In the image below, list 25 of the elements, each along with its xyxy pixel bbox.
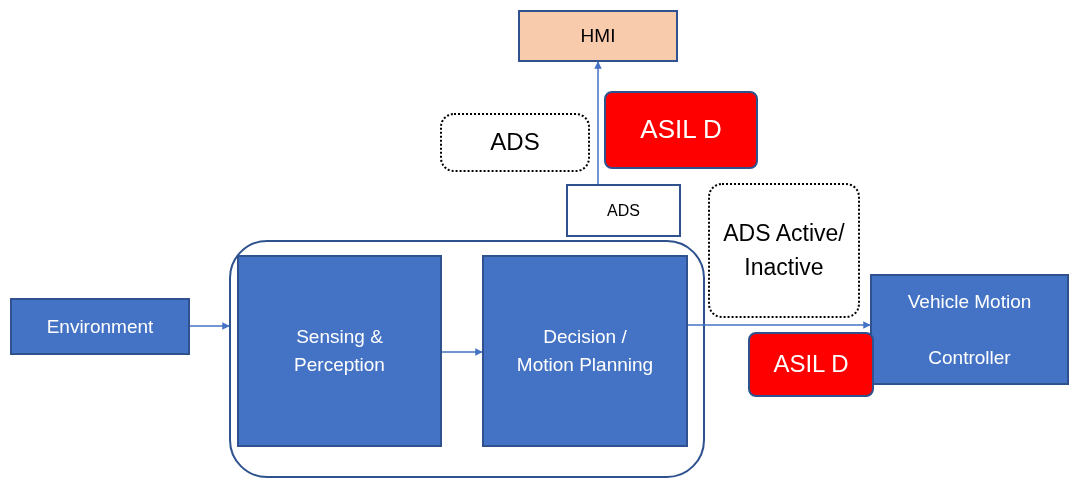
arrow — [594, 61, 602, 185]
node-label: Vehicle Motion Controller — [906, 290, 1033, 370]
arrow — [189, 322, 230, 330]
hmi-box — [518, 10, 678, 62]
node-label: Environment — [46, 314, 154, 339]
asil-box — [604, 91, 758, 169]
node-label: ASIL D — [773, 349, 849, 380]
process-box — [482, 255, 688, 447]
dotted-box — [708, 183, 860, 318]
process-box — [566, 184, 681, 237]
node-label: HMI — [580, 24, 616, 49]
node-label: ASIL D — [640, 113, 722, 147]
node-label: ADS — [607, 200, 640, 221]
node-label: ADS — [490, 127, 540, 158]
asil-box — [748, 332, 874, 397]
node-label: ADS Active/ Inactive — [722, 219, 846, 282]
dotted-box — [440, 113, 590, 172]
node-label: Sensing & Perception — [293, 325, 386, 377]
system-frame — [229, 240, 705, 478]
process-box — [237, 255, 442, 447]
process-box — [870, 274, 1069, 385]
process-box — [10, 298, 190, 355]
arrow — [687, 321, 871, 329]
arrow — [441, 348, 483, 356]
node-label: Decision / Motion Planning — [516, 325, 654, 377]
